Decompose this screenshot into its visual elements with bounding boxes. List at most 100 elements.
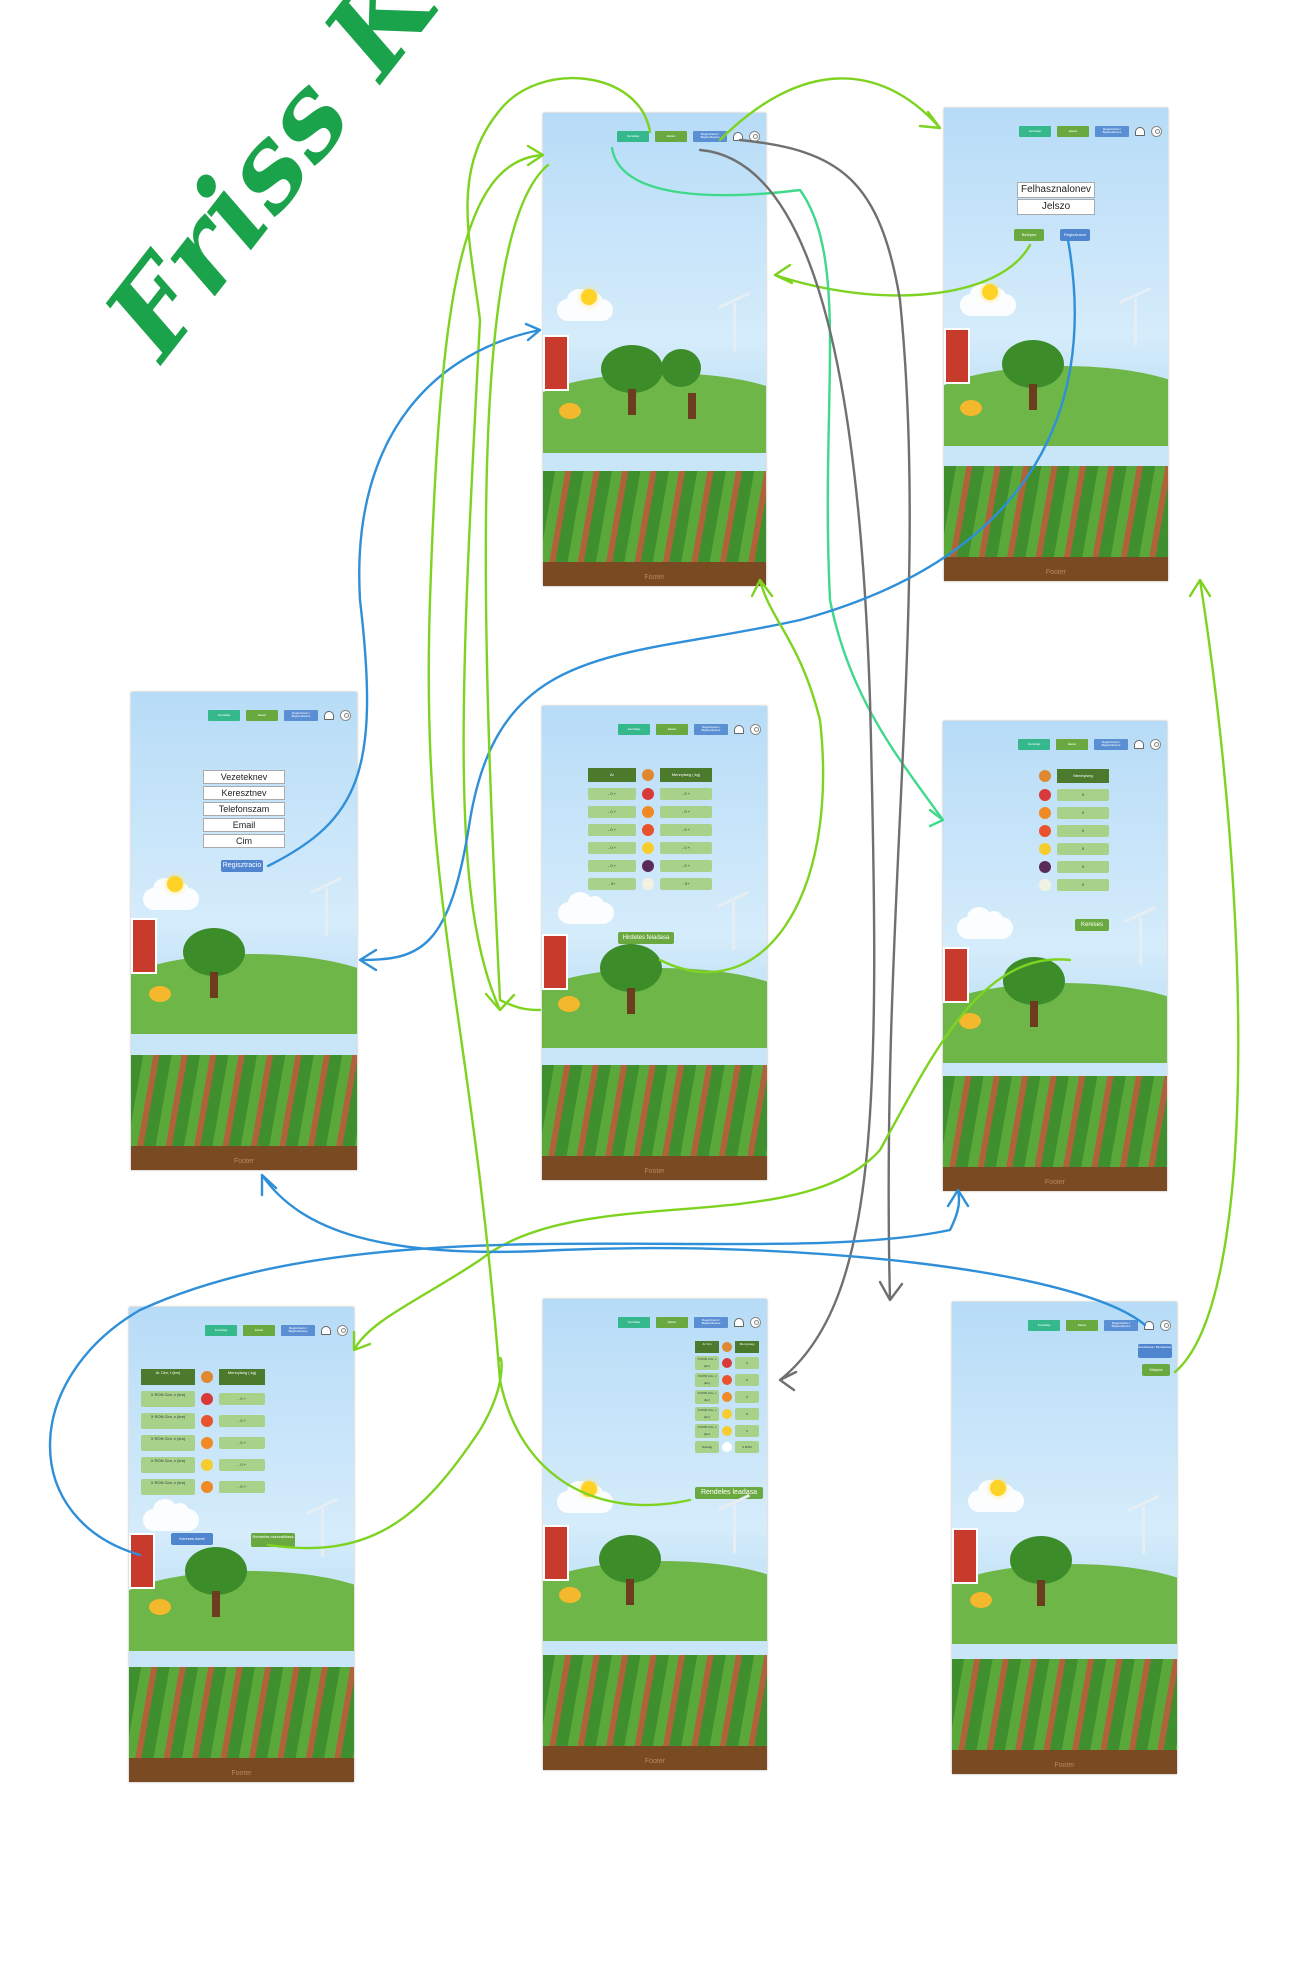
nav-ads-button[interactable]: Etelek [655, 130, 687, 142]
compose-order-button[interactable]: Rendeles osszeallitasa [251, 1533, 295, 1547]
nav-home-button[interactable]: Kezdolap [205, 1324, 237, 1336]
qty-stepper[interactable]: - 0+ [660, 878, 712, 890]
nav-ads-button[interactable]: Etelek [1057, 125, 1089, 137]
nav-home-button[interactable]: Kezdolap [617, 130, 649, 142]
search-button[interactable]: Kereses [1075, 919, 1109, 931]
search-again-button[interactable]: Kereses ismet [171, 1533, 213, 1545]
email-input[interactable]: Email [203, 818, 285, 832]
qty-input[interactable]: 0 [1057, 843, 1109, 855]
fruit-tree [600, 944, 662, 1014]
user-icon[interactable] [750, 723, 761, 735]
nav-ads-button[interactable]: Etelek [246, 709, 278, 721]
qty-stepper[interactable]: - 0 + [660, 806, 712, 818]
qty-stepper[interactable]: - 0 + [660, 824, 712, 836]
nav-register-button[interactable]: Regisztracio / Bejelentkezes [1094, 738, 1128, 750]
user-icon[interactable] [337, 1324, 348, 1336]
price-cell: X RON Cim, x (km) [141, 1413, 195, 1429]
user-icon[interactable] [1160, 1319, 1171, 1331]
user-icon[interactable] [749, 130, 760, 142]
nav-ads-button[interactable]: Etelek [656, 723, 688, 735]
nav-home-button[interactable]: Kezdolap [1019, 125, 1051, 137]
bell-icon[interactable] [1144, 1320, 1154, 1330]
qty-input[interactable]: 0 [1057, 825, 1109, 837]
barn [542, 934, 568, 990]
submit-order-button[interactable]: Rendeles leadasa [695, 1487, 763, 1499]
qty-stepper[interactable]: - 0 + [219, 1437, 265, 1449]
nav-register-button[interactable]: Regisztracio / Bejelentkezes [693, 130, 727, 142]
lastname-input[interactable]: Vezeteknev [203, 770, 285, 784]
qty-stepper[interactable]: - 0 + [219, 1481, 265, 1493]
barn [944, 328, 970, 384]
qty-input[interactable]: 0 [1057, 807, 1109, 819]
bell-icon[interactable] [733, 131, 743, 141]
radish-icon [1039, 789, 1051, 801]
firstname-input[interactable]: Keresztnev [203, 786, 285, 800]
qty-header: Mennyiseg [1057, 769, 1109, 783]
username-input[interactable]: Felhasznalonev [1017, 182, 1095, 198]
qty-stepper[interactable]: - 0 + [660, 842, 712, 854]
bell-icon[interactable] [321, 1325, 331, 1335]
phone-input[interactable]: Telefonszam [203, 802, 285, 816]
nav-ads-button[interactable]: Etelek [243, 1324, 275, 1336]
ground [543, 1746, 767, 1770]
price-stepper[interactable]: - 0 + [588, 860, 636, 872]
nav-register-button[interactable]: Regisztracio / Bejelentkezes [1095, 125, 1129, 137]
address-input[interactable]: Cim [203, 834, 285, 848]
vegetable-field [542, 1065, 767, 1160]
password-input[interactable]: Jelszo [1017, 199, 1095, 215]
corn-icon [642, 842, 654, 854]
bell-icon[interactable] [1135, 126, 1145, 136]
nav-register-button[interactable]: Regisztracio / Bejelentkezes [694, 723, 728, 735]
nav-register-button[interactable]: Regisztracio / Bejelentkezes [1104, 1319, 1138, 1331]
price-cell: X RON Cim, x (km) [141, 1391, 195, 1407]
nav-home-button[interactable]: Kezdolap [208, 709, 240, 721]
post-ad-button[interactable]: Hirdetes feladasa [618, 932, 674, 944]
user-icon[interactable] [1150, 738, 1161, 750]
bell-icon[interactable] [324, 710, 334, 720]
user-icon[interactable] [340, 709, 351, 721]
radish-icon [642, 788, 654, 800]
user-icon[interactable] [1151, 125, 1162, 137]
qty-stepper[interactable]: - 0 + [219, 1459, 265, 1471]
nav-home-button[interactable]: Kezdolap [618, 723, 650, 735]
nav-ads-button[interactable]: Etelek [656, 1316, 688, 1328]
top-nav: Kezdolap Etelek Regisztracio / Bejelentk… [205, 1323, 348, 1337]
price-cell: X RON Cim, x (km) [695, 1424, 719, 1438]
price-stepper[interactable]: - 0 + [588, 842, 636, 854]
nav-register-button[interactable]: Regisztracio / Bejelentkezes [281, 1324, 315, 1336]
nav-ads-button[interactable]: Etelek [1066, 1319, 1098, 1331]
qty-input[interactable]: 0 [1057, 861, 1109, 873]
nav-register-button[interactable]: Regisztracio / Bejelentkezes [694, 1316, 728, 1328]
ground [952, 1750, 1177, 1774]
price-stepper[interactable]: - 0+ [588, 878, 636, 890]
price-stepper[interactable]: - 0 + [588, 824, 636, 836]
nav-home-button[interactable]: Kezdolap [618, 1316, 650, 1328]
login-button[interactable]: Belepes [1014, 229, 1044, 241]
hay-bale [959, 1013, 981, 1029]
qty-stepper[interactable]: - 0 + [219, 1415, 265, 1427]
logout-button[interactable]: Kilepes [1142, 1364, 1170, 1376]
nav-home-button[interactable]: Kezdolap [1028, 1319, 1060, 1331]
price-stepper[interactable]: - 0 + [588, 806, 636, 818]
nav-home-button[interactable]: Kezdolap [1018, 738, 1050, 750]
qty-input[interactable]: 0 [1057, 789, 1109, 801]
qty-stepper[interactable]: - 0 + [219, 1393, 265, 1405]
nav-ads-button[interactable]: Etelek [1056, 738, 1088, 750]
price-cell: X RON Cim, x (km) [141, 1457, 195, 1473]
notifications-button[interactable]: Ertesitesek / Rendelesek [1138, 1344, 1172, 1358]
register-submit-button[interactable]: Regisztracio [221, 860, 263, 872]
qty-stepper[interactable]: - 0 + [660, 788, 712, 800]
bell-icon[interactable] [1134, 739, 1144, 749]
radish-icon [722, 1358, 732, 1368]
bell-icon[interactable] [734, 1317, 744, 1327]
qty-stepper[interactable]: - 0 + [660, 860, 712, 872]
nav-register-button[interactable]: Regisztracio / Bejelentkezes [284, 709, 318, 721]
search-table: Mennyiseg 0 0 0 0 0 0 [1039, 769, 1129, 897]
price-stepper[interactable]: - 0 + [588, 788, 636, 800]
user-icon[interactable] [750, 1316, 761, 1328]
goto-register-button[interactable]: Regisztracio [1060, 229, 1090, 241]
qty-input[interactable]: 0 [1057, 879, 1109, 891]
bell-icon[interactable] [734, 724, 744, 734]
sun [581, 1481, 597, 1497]
carrot-icon [1039, 807, 1051, 819]
